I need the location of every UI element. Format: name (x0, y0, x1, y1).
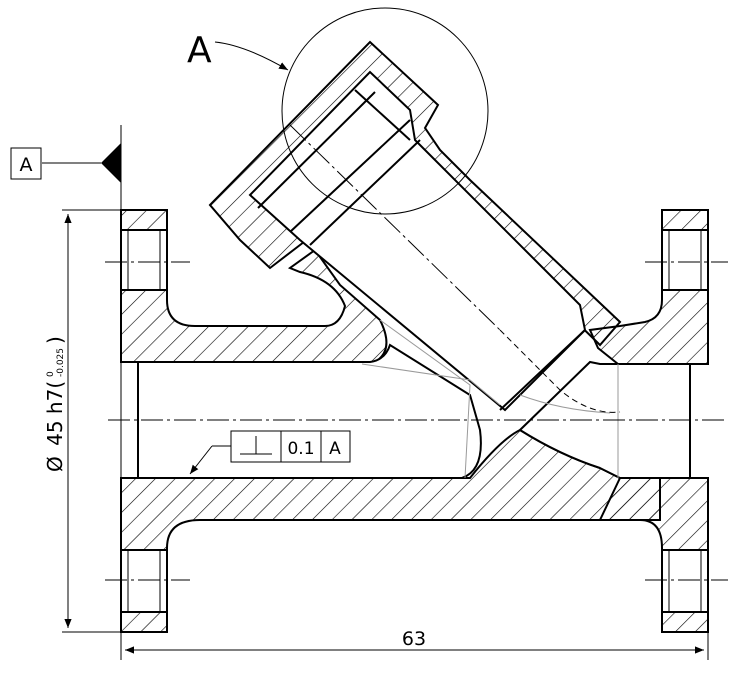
gtol-datum-cell (320, 430, 351, 463)
screen-bottom-line (499, 329, 586, 411)
cap-inner-line-2 (289, 119, 411, 233)
tolerance-upper: 0 (46, 371, 56, 377)
detail-leader-arrow (214, 41, 289, 71)
bolt-hole-bottom-right (661, 549, 709, 613)
datum-box (10, 147, 42, 180)
tolerance-lower: -0.025 (56, 348, 66, 377)
tol-paren-close: ) (43, 336, 67, 344)
length-dimension-text: 63 (402, 628, 426, 650)
diameter-symbol: Ø (43, 456, 67, 472)
bolt-hole-bottom-left (120, 549, 168, 613)
tol-paren-open: ( (43, 381, 67, 389)
hidden-line-branch (499, 329, 621, 413)
cap-inner-line-1 (257, 91, 376, 209)
centerline-branch-axis (289, 124, 501, 331)
branch-outer-wall (208, 40, 622, 347)
diameter-dimension-text: Ø 45 h7( 0 -0.025 ) (43, 336, 67, 472)
tangent-line-2 (379, 319, 471, 479)
cap-inner-line-3 (309, 139, 421, 246)
datum-label: A (20, 154, 33, 176)
perpendicularity-icon (240, 436, 272, 455)
main-bore (137, 343, 482, 479)
gtol-value: 0.1 (287, 439, 314, 459)
diameter-value: 45 h7 (43, 389, 67, 446)
gtol-datum-ref: A (329, 439, 341, 459)
cap-thread-line (354, 89, 411, 141)
tangent-line-1 (361, 363, 501, 406)
svg-text:Ø 45 h7(: Ø 45 h7( (43, 381, 67, 472)
tangent-line-4 (519, 394, 611, 414)
gtol-leader-arrow (189, 445, 213, 475)
bolt-hole-top-right (661, 229, 709, 291)
branch-bore (248, 70, 587, 412)
datum-triangle (101, 143, 121, 183)
detail-circle (281, 7, 489, 215)
left-flange-upper-section (120, 209, 388, 363)
detail-callout-label: A (187, 30, 212, 71)
